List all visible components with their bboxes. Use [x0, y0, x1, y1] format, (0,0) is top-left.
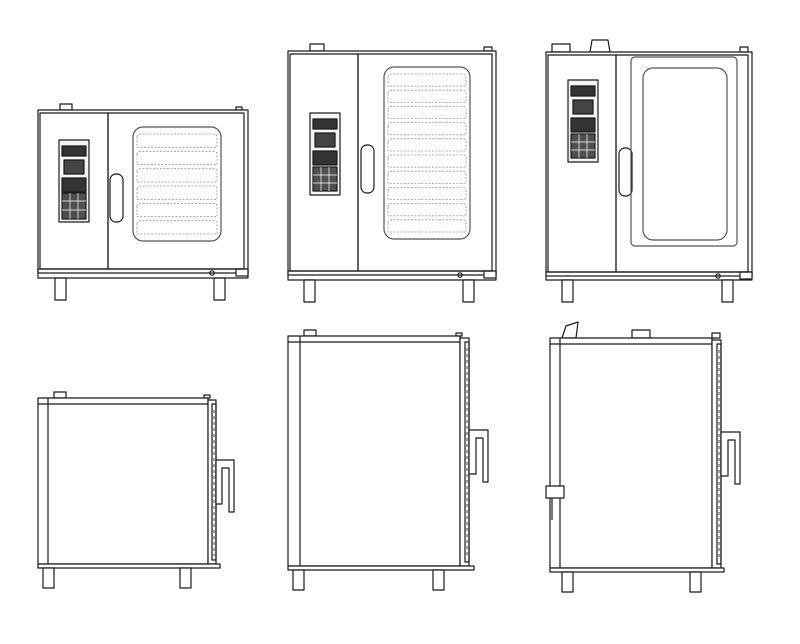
tray-outline — [136, 168, 218, 183]
tray-outline — [387, 106, 467, 119]
tray-outline — [387, 219, 467, 233]
door-frame — [615, 54, 749, 273]
foot-right — [462, 279, 475, 303]
keypad-lower — [312, 166, 338, 192]
side-view-medium-oven — [287, 329, 489, 591]
base-corner-tab — [235, 268, 249, 277]
door-handle — [618, 147, 633, 197]
door-glass-outer — [630, 56, 738, 247]
side-panel — [549, 337, 713, 569]
tray-outline — [136, 220, 218, 235]
status-icons — [63, 159, 85, 175]
display-screen — [61, 145, 87, 157]
foot-left — [561, 279, 574, 303]
tray-outline — [387, 73, 467, 87]
door-handle — [215, 459, 235, 513]
display-screen — [312, 118, 338, 130]
tray-outline — [387, 203, 467, 217]
tray-outline — [387, 154, 467, 168]
foot-left — [303, 279, 316, 303]
base-plate — [37, 563, 221, 569]
tray-outline — [387, 122, 467, 136]
tray-outline — [136, 133, 218, 148]
water-inlet-valve — [545, 485, 565, 499]
door-frame — [357, 53, 493, 272]
tray-outline — [387, 89, 467, 103]
side-panel — [37, 397, 209, 565]
keypad-upper — [61, 177, 87, 193]
tray-outline — [136, 150, 218, 166]
top-corner-lug — [739, 46, 749, 53]
tray-outline — [387, 138, 467, 152]
keypad-upper — [570, 117, 596, 133]
tray-stack — [136, 133, 218, 235]
side-view-large-oven — [545, 321, 741, 593]
drain-dot — [457, 272, 463, 278]
tray-stack — [387, 73, 467, 233]
top-chimney — [561, 321, 579, 339]
foot-right — [721, 279, 734, 303]
door-handle — [360, 144, 375, 194]
top-vent-cap — [309, 43, 325, 52]
tray-outline — [136, 185, 218, 200]
base-plate — [287, 565, 475, 571]
foot-right — [432, 569, 445, 591]
foot-right — [179, 567, 192, 589]
base-corner-tab — [739, 271, 753, 280]
base-corner-tab — [483, 270, 497, 279]
top-vent-cap — [59, 103, 73, 111]
door-window — [642, 67, 728, 241]
door-handle — [468, 429, 489, 483]
front-view-large-oven — [545, 39, 753, 303]
front-view-small-oven — [37, 103, 249, 301]
top-vent-cap — [631, 329, 651, 339]
side-panel — [287, 335, 461, 567]
foot-right — [689, 571, 702, 593]
top-vent-cap — [551, 43, 571, 53]
top-vent-cap — [303, 329, 317, 337]
door-handle — [109, 173, 124, 223]
foot-left — [42, 567, 55, 589]
status-icons — [314, 132, 336, 148]
foot-left — [292, 569, 305, 591]
drain-dot — [715, 273, 721, 279]
top-chimney — [589, 39, 611, 53]
keypad-lower — [570, 133, 596, 159]
base-plate — [549, 567, 725, 573]
tray-outline — [387, 187, 467, 200]
tray-outline — [136, 202, 218, 218]
front-view-medium-oven — [287, 43, 497, 303]
door-window — [132, 126, 222, 242]
foot-right — [213, 277, 226, 301]
door-handle — [720, 431, 741, 485]
display-screen — [570, 85, 596, 97]
top-vent-cap — [53, 391, 67, 399]
status-icons — [572, 99, 594, 115]
top-corner-lug — [711, 332, 721, 339]
foot-left — [561, 571, 574, 593]
keypad-upper — [312, 150, 338, 166]
door-frame — [107, 112, 245, 270]
tray-outline — [387, 170, 467, 184]
door-window — [383, 66, 471, 240]
drain-dot — [209, 270, 215, 276]
keypad-lower — [61, 192, 87, 220]
foot-left — [54, 277, 67, 301]
side-view-small-oven — [37, 391, 235, 589]
